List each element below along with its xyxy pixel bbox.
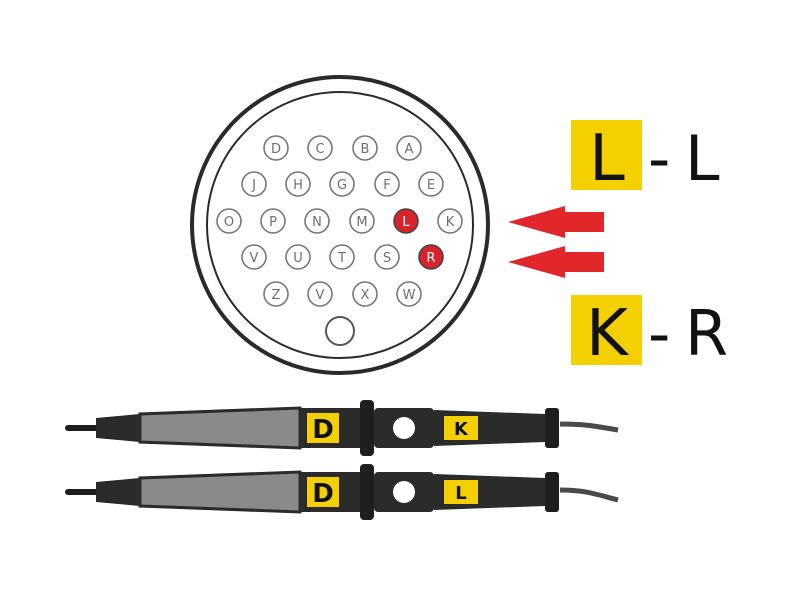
probe-id-tag-label: L — [455, 483, 466, 504]
connector-pin-label: E — [427, 178, 435, 193]
connector-pin — [285, 171, 311, 197]
connector-pin-label: T — [337, 251, 346, 266]
connector: D C B A J H G F E O P N M L K V U T S R Z V X W — [190, 75, 490, 375]
connector-pin-label: N — [312, 215, 322, 230]
connector-pin-label: Z — [272, 288, 281, 303]
connector-pin-label: A — [405, 142, 414, 157]
probe-tip-collar — [96, 414, 140, 442]
connector-pin-label: O — [224, 215, 234, 230]
probe-1: D K — [65, 400, 619, 456]
connector-pins: D C B A J H G F E O P N M L K V U T S R Z V X W — [216, 135, 463, 307]
connector-pin — [307, 135, 333, 161]
connector-pin-label: P — [269, 215, 277, 230]
mapping-pin-label: R — [685, 297, 728, 370]
connector-pin — [349, 208, 375, 234]
connector-pin — [352, 281, 378, 307]
mapping-probe-box — [571, 120, 642, 190]
connector-pin-label: X — [361, 288, 370, 303]
probe-tip-tag — [307, 477, 339, 507]
mapping-probe-label: K — [586, 297, 630, 371]
connector-pin-label: F — [383, 178, 390, 193]
probe-strain-relief — [545, 472, 559, 512]
probe-grip — [138, 406, 302, 450]
connector-pin — [285, 244, 311, 270]
connector-pin-highlighted — [418, 244, 444, 270]
connector-pin — [241, 171, 267, 197]
connector-pin — [329, 171, 355, 197]
connector-pin-label: V — [316, 288, 325, 303]
connector-pin-label: M — [356, 215, 367, 230]
mapping-probe-box — [571, 295, 642, 365]
connector-pin-label: C — [315, 142, 324, 157]
connector-pin — [374, 244, 400, 270]
connector-pin — [329, 244, 355, 270]
connector-pin — [216, 208, 242, 234]
connector-pin-label: B — [361, 142, 370, 157]
connector-pin-label: G — [337, 178, 347, 193]
connector-pin-label: L — [402, 215, 410, 230]
probe-tip-collar — [96, 478, 140, 506]
probe-id-tag — [444, 416, 478, 440]
connector-pin-label: V — [250, 251, 259, 266]
arrow-left-icon — [508, 246, 604, 278]
connector-pin — [307, 281, 333, 307]
connector-pin-highlighted — [393, 208, 419, 234]
connector-pin-label: H — [293, 178, 303, 193]
connector-pin-label: K — [446, 215, 455, 230]
connector-pin — [241, 244, 267, 270]
connector-pin — [260, 208, 286, 234]
connector-pin — [396, 135, 422, 161]
mapping-probe-label: L — [589, 122, 625, 196]
connector-pin — [374, 171, 400, 197]
connector-pin-label: S — [383, 251, 391, 266]
mapping-separator: - — [648, 122, 670, 195]
connector-pin — [263, 281, 289, 307]
connector-pin-label: R — [426, 251, 435, 266]
connector-pin — [352, 135, 378, 161]
arrow-left-icon — [508, 206, 604, 238]
mapping-row-2: K - R — [571, 295, 728, 371]
connector-pin — [263, 135, 289, 161]
connector-pin-label: W — [403, 288, 416, 303]
probe-grip — [138, 470, 302, 514]
mapping-pin-label: L — [685, 122, 720, 195]
connector-pin — [304, 208, 330, 234]
mapping-row-1: L - L — [571, 120, 720, 196]
probe-tip-tag — [307, 413, 339, 443]
connector-key-hole — [325, 316, 355, 346]
probe-strain-relief — [545, 408, 559, 448]
connector-pin — [418, 171, 444, 197]
probe-id-tag-label: K — [454, 419, 469, 440]
probe-button — [393, 417, 415, 439]
probe-button — [393, 481, 415, 503]
probe-id-tag — [444, 480, 478, 504]
connector-pin — [437, 208, 463, 234]
probe-2: D L — [65, 464, 619, 520]
connector-pin-label: U — [293, 251, 303, 266]
probe-tip-tag-label: D — [312, 415, 334, 445]
probe-cable — [559, 421, 619, 433]
mapping-separator: - — [648, 297, 670, 370]
probe-guard — [360, 400, 374, 456]
connector-pin — [396, 281, 422, 307]
probe-tip-tag-label: D — [312, 479, 334, 509]
connector-pin-label: J — [251, 178, 256, 193]
probe-cable — [559, 487, 619, 503]
connector-pin-label: D — [271, 142, 281, 157]
probe-guard — [360, 464, 374, 520]
